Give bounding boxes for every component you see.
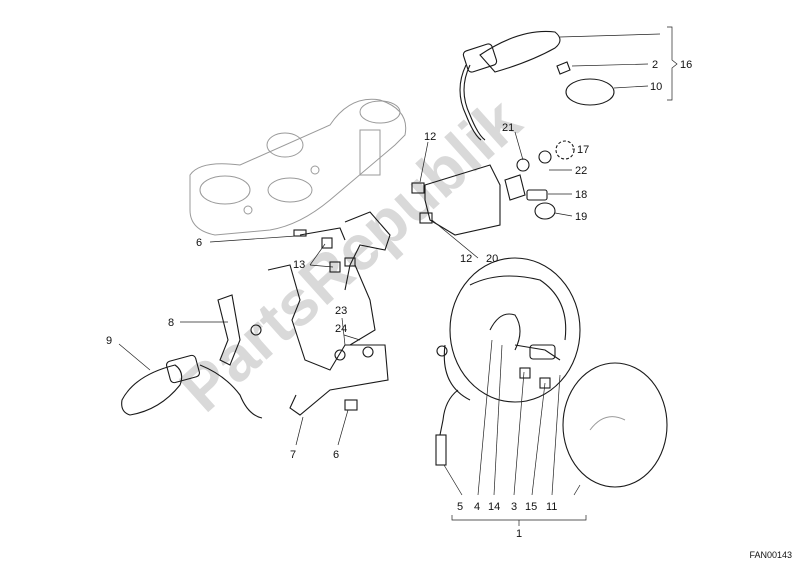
callout-6-top: 6: [196, 237, 202, 249]
triple-clamp-ghost: [189, 98, 407, 236]
callout-14: 14: [488, 501, 500, 513]
right-turn-signal: [459, 30, 561, 141]
callout-4: 4: [474, 501, 480, 513]
callout-10: 10: [650, 81, 662, 93]
callout-13: 13: [293, 259, 305, 271]
headlight-lens: [562, 362, 668, 488]
callout-18: 18: [575, 189, 587, 201]
callout-labels: 16 2 10 12 21 17 22 18 19 12 20 6 13 8 2…: [106, 59, 692, 540]
callout-17: 17: [577, 144, 589, 156]
callout-8: 8: [168, 317, 174, 329]
callout-24: 24: [335, 323, 347, 335]
callout-5: 5: [457, 501, 463, 513]
callout-9: 9: [106, 335, 112, 347]
callout-20: 20: [486, 253, 498, 265]
callout-16: 16: [680, 59, 692, 71]
callout-21: 21: [502, 122, 514, 134]
callout-7: 7: [290, 449, 296, 461]
callout-19: 19: [575, 211, 587, 223]
headlight-housing: [435, 257, 581, 466]
callout-2: 2: [652, 59, 658, 71]
callout-11: 11: [546, 501, 557, 513]
leader-lines: [118, 26, 678, 526]
callout-23: 23: [335, 305, 347, 317]
diagram-code: FAN00143: [749, 550, 792, 560]
callout-12-bottom: 12: [460, 253, 472, 265]
callout-1: 1: [516, 528, 522, 540]
left-bracket-8: [217, 294, 262, 366]
bulb-2: [556, 61, 571, 75]
callout-3: 3: [511, 501, 517, 513]
callout-15: 15: [525, 501, 537, 513]
callout-6-bottom: 6: [333, 449, 339, 461]
left-turn-signal: [121, 354, 263, 419]
watermark: PartsRepublik: [166, 84, 534, 426]
lens-10: [565, 78, 615, 106]
callout-22: 22: [575, 165, 587, 177]
callout-12-top: 12: [424, 131, 436, 143]
